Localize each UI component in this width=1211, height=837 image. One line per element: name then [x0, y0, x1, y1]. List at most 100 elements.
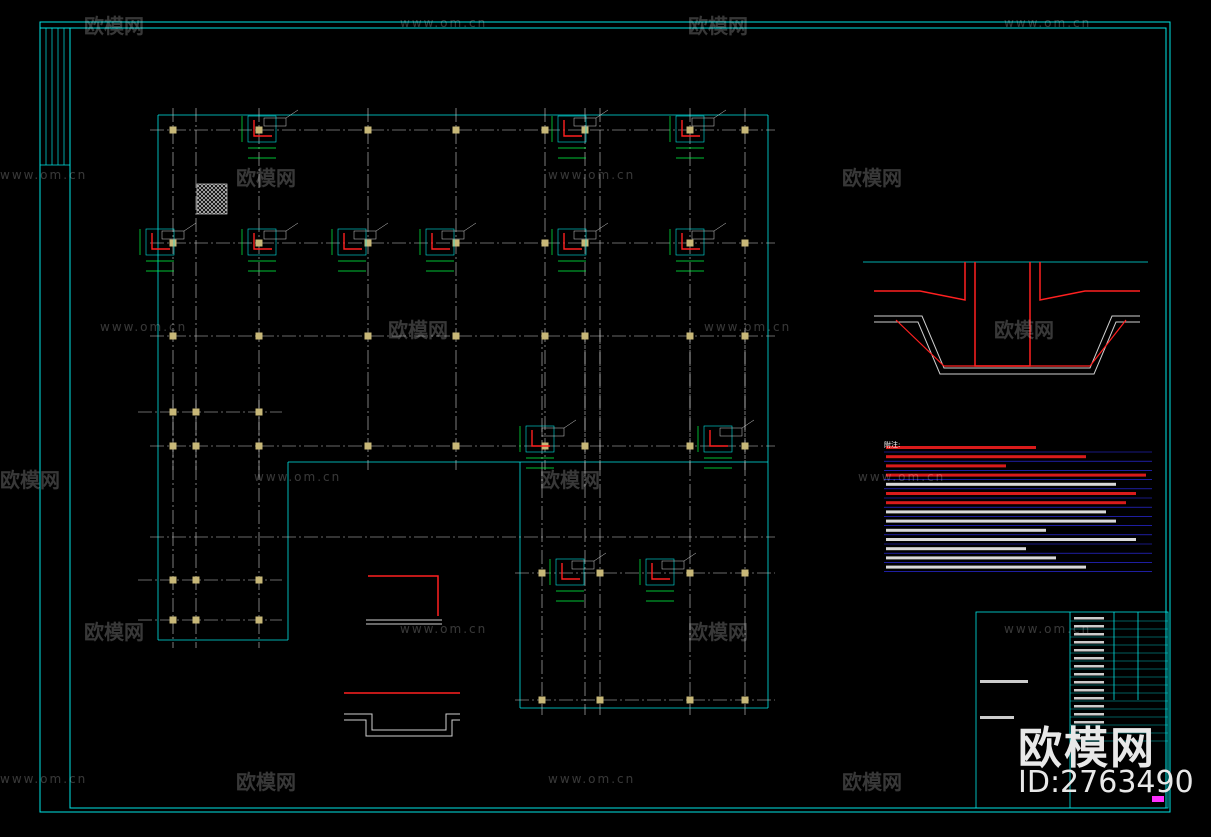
- title-text-line: [1074, 689, 1104, 692]
- title-text-line: [1074, 673, 1104, 676]
- notes-title: 附注:: [884, 441, 901, 449]
- notes-text-line: [886, 464, 1006, 468]
- leader-line: [563, 419, 577, 429]
- column-marker: [169, 332, 177, 340]
- column-marker: [255, 616, 263, 624]
- notes-text-line: [886, 565, 1086, 569]
- column-marker: [255, 126, 263, 134]
- column-marker: [255, 408, 263, 416]
- footing-outline: [557, 115, 587, 143]
- title-text-line: [1074, 729, 1104, 732]
- footing-label-box: [573, 117, 597, 127]
- title-text-line: [1074, 665, 1104, 668]
- footing-outline: [703, 425, 733, 453]
- column-marker: [255, 442, 263, 450]
- column-marker: [255, 239, 263, 247]
- footing-outline: [425, 228, 455, 256]
- footing-detail: [419, 222, 477, 272]
- notes-text-line: [886, 455, 1086, 459]
- column-marker: [741, 239, 749, 247]
- title-text-line: [1074, 657, 1104, 660]
- drawing-frame: [39, 21, 1171, 813]
- footing-label-box: [353, 230, 377, 240]
- column-marker: [581, 126, 589, 134]
- footing-outline: [645, 558, 675, 586]
- column-marker: [364, 442, 372, 450]
- footing-detail: [639, 552, 697, 602]
- column-marker: [741, 332, 749, 340]
- footing-detail: [139, 222, 197, 272]
- notes-text-line: [886, 528, 1046, 532]
- title-text-line: [1074, 641, 1104, 644]
- rebar-line: [651, 563, 670, 580]
- footing-outline: [675, 115, 705, 143]
- rebar-line: [681, 120, 700, 137]
- column-marker: [192, 442, 200, 450]
- footing-outline: [675, 228, 705, 256]
- footing-detail: [669, 222, 727, 272]
- column-marker: [686, 569, 694, 577]
- footing-detail: [519, 419, 577, 469]
- foundation-plan-footings: [139, 109, 755, 602]
- column-marker: [364, 239, 372, 247]
- leader-line: [595, 109, 609, 119]
- leader-line: [183, 222, 197, 232]
- notes-text-line: [886, 473, 1146, 477]
- leader-line: [683, 552, 697, 562]
- column-marker: [541, 239, 549, 247]
- column-marker: [581, 239, 589, 247]
- rebar-line: [253, 233, 272, 250]
- footing-detail: [551, 109, 609, 159]
- notes-text-lines: [884, 446, 1152, 572]
- column-marker: [686, 126, 694, 134]
- footing-label-box: [161, 230, 185, 240]
- column-marker: [741, 126, 749, 134]
- footing-detail: [697, 419, 755, 469]
- footing-label-box: [719, 427, 743, 437]
- leader-line: [595, 222, 609, 232]
- column-marker: [581, 442, 589, 450]
- foundation-plan-grid: [138, 108, 775, 715]
- column-marker: [169, 576, 177, 584]
- small-section-details: [344, 575, 460, 737]
- logo-id-label: ID:2763490: [1018, 765, 1194, 800]
- title-text-line: [980, 716, 1014, 719]
- footing-label-box: [541, 427, 565, 437]
- footing-outline: [145, 228, 175, 256]
- column-marker: [169, 239, 177, 247]
- rebar-line: [431, 233, 450, 250]
- leader-line: [285, 222, 299, 232]
- footing-outline: [337, 228, 367, 256]
- column-marker: [169, 126, 177, 134]
- title-text-line: [1074, 721, 1104, 724]
- column-marker: [192, 616, 200, 624]
- leader-line: [741, 419, 755, 429]
- footing-label-box: [573, 230, 597, 240]
- rebar-line: [151, 233, 170, 250]
- footing-detail: [551, 222, 609, 272]
- rebar-line: [343, 233, 362, 250]
- title-text-line: [1074, 633, 1104, 636]
- column-marker: [452, 239, 460, 247]
- column-marker: [741, 696, 749, 704]
- column-marker: [169, 408, 177, 416]
- footing-label-box: [441, 230, 465, 240]
- footing-outline: [247, 115, 277, 143]
- notes-text-line: [886, 510, 1106, 514]
- column-marker: [452, 442, 460, 450]
- column-marker: [169, 616, 177, 624]
- rebar-line: [681, 233, 700, 250]
- notes-text-line: [886, 538, 1136, 541]
- title-text-line: [1074, 697, 1104, 700]
- title-text-line: [1074, 649, 1104, 652]
- column-marker: [452, 332, 460, 340]
- column-marker: [538, 696, 546, 704]
- column-marker: [686, 332, 694, 340]
- column-marker: [364, 126, 372, 134]
- column-marker: [741, 569, 749, 577]
- column-marker: [255, 332, 263, 340]
- footing-detail: [549, 552, 607, 602]
- title-block: [975, 611, 1169, 809]
- column-marker: [541, 332, 549, 340]
